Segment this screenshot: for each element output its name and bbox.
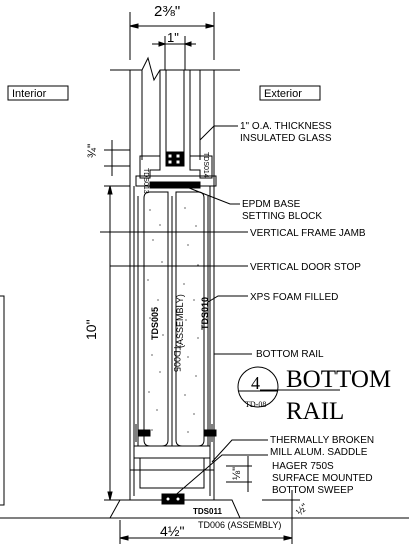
glass-offset-label: ¾" — [85, 144, 99, 158]
drawing-geometry — [0, 12, 409, 544]
bottom-dimension-label: 4½" — [160, 523, 184, 539]
interior-tag: Interior — [12, 88, 47, 100]
sweep-dimension-line — [226, 456, 252, 492]
drawing-text: 2⅜" 1" Interior Exterior 1" O.A. THICKNE… — [12, 3, 391, 539]
top-dimension-label: 2⅜" — [154, 3, 180, 20]
epdm-callout-line1: EPDM BASE — [242, 199, 301, 210]
tds014-label: TDS014 — [202, 152, 209, 178]
epdm-callout-line2: SETTING BLOCK — [242, 211, 322, 222]
glass-callout-line2: INSULATED GLASS — [240, 133, 332, 144]
foam-panels — [137, 191, 209, 447]
detail-bracket — [0, 295, 5, 506]
td005-label-line2: (ASSEMBLY) — [175, 294, 185, 348]
saddle-callout-line2: MILL ALUM. SADDLE — [270, 447, 368, 458]
sill-gap-dimension-line — [262, 490, 300, 528]
tds010-label: TDS010 — [200, 297, 210, 330]
detail-title-line2: RAIL — [286, 398, 344, 425]
leader-lines — [100, 125, 340, 499]
top-dimension-line — [129, 12, 215, 60]
td006-label: TD006 (ASSEMBLY) — [198, 520, 281, 530]
bottom-rail-assembly — [130, 424, 217, 489]
glass-lines — [110, 56, 240, 160]
tds011-label: TDS011 — [193, 507, 222, 516]
glazing-stops — [135, 155, 217, 189]
sill-gap-label: ½" — [294, 502, 311, 519]
detail-marker-circle — [237, 366, 279, 408]
door-frame — [129, 160, 215, 500]
sweep-callout-line1: HAGER 750S — [272, 461, 334, 472]
detail-number: 4 — [251, 373, 260, 393]
tds013-label: TDS013 — [142, 168, 149, 194]
glass-spacer — [165, 151, 185, 167]
detail-title-line1: BOTTOM — [286, 366, 391, 393]
inner-dimension-line — [152, 36, 196, 70]
exterior-tag-box — [259, 85, 321, 101]
detail-sheet: TD-08 — [245, 400, 266, 409]
tds005-label: TDS005 — [150, 307, 160, 340]
foam-stipple — [147, 207, 199, 433]
sweep-callout-line2: SURFACE MOUNTED — [272, 473, 373, 484]
door-stop-callout: VERTICAL DOOR STOP — [250, 262, 361, 273]
sweep-callout-line3: BOTTOM SWEEP — [272, 485, 354, 496]
bottom-rail-callout: BOTTOM RAIL — [256, 349, 324, 360]
height-dimension-label: 10" — [83, 319, 99, 340]
exterior-tag: Exterior — [264, 88, 302, 100]
glass-offset-dimension — [104, 140, 130, 176]
glass-callout-line1: 1" O.A. THICKNESS — [240, 121, 332, 132]
inner-dimension-label: 1" — [167, 30, 179, 45]
sweep-dimension-label: ⅛" — [231, 467, 243, 480]
bottom-dimension-line — [119, 520, 293, 544]
height-dimension-line — [104, 185, 130, 501]
xps-callout: XPS FOAM FILLED — [250, 292, 338, 303]
frame-jamb-callout: VERTICAL FRAME JAMB — [250, 228, 366, 239]
interior-tag-box — [7, 85, 69, 101]
saddle-callout-line1: THERMALLY BROKEN — [270, 435, 374, 446]
td005-label-line1: TD005 — [172, 345, 182, 372]
